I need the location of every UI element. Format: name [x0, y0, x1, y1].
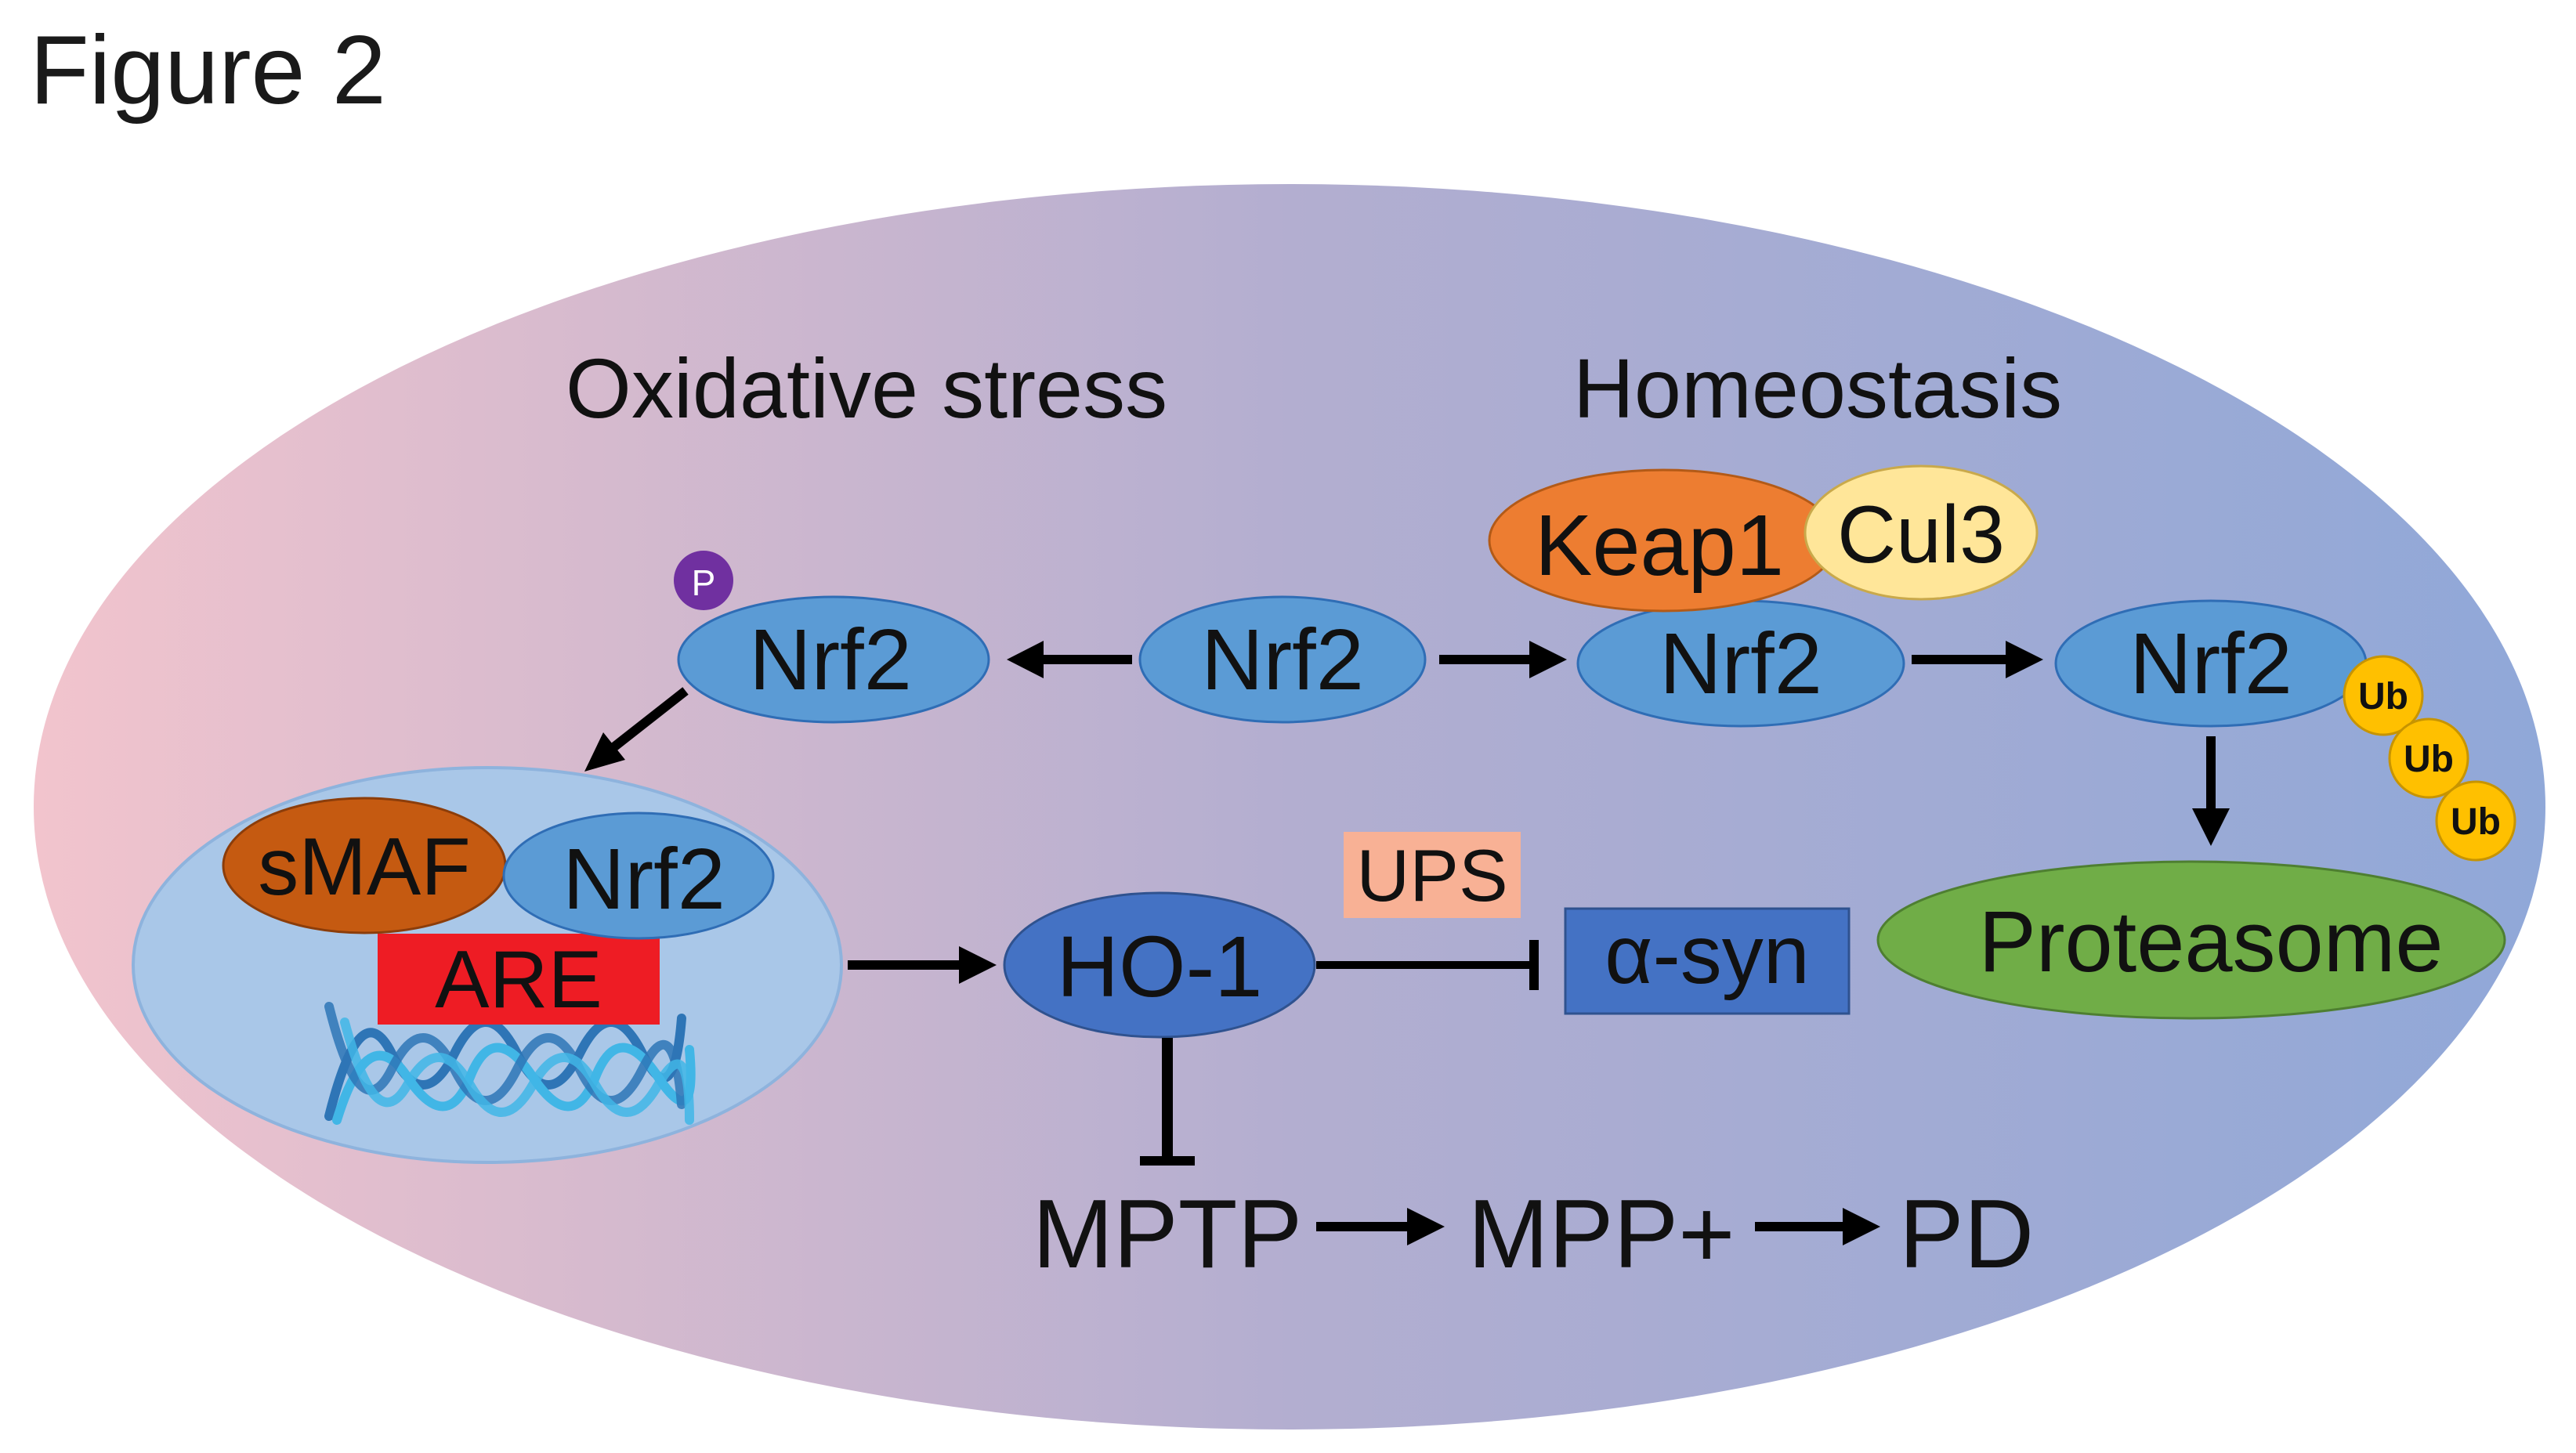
nrf2-phospho-node: [677, 595, 990, 724]
heading-oxidative-stress: Oxidative stress: [566, 341, 1167, 436]
ups-label: UPS: [1356, 834, 1507, 916]
nrf2-ub-label: Nrf2: [2129, 616, 2292, 712]
heading-homeostasis: Homeostasis: [1573, 341, 2062, 436]
nrf2-nucleus-node: [502, 811, 775, 940]
mpp-label: MPP+: [1467, 1180, 1735, 1289]
figure-label: Figure 2: [30, 16, 386, 125]
arrow-mpp-to-pd: [1755, 1208, 1880, 1245]
cul3-node: [1804, 464, 2039, 601]
arrow-center-to-phospho: [1007, 641, 1132, 678]
nrf2-phospho-label: Nrf2: [749, 612, 912, 708]
are-box: [378, 934, 660, 1025]
phospho-marker-label: P: [692, 562, 716, 603]
smaf-label: sMAF: [258, 822, 471, 913]
ub-2-label: Ub: [2404, 739, 2454, 780]
ub-1-icon: [2343, 655, 2424, 736]
arrow-mptp-to-mpp: [1316, 1208, 1445, 1245]
phospho-marker-icon: [674, 551, 733, 610]
ub-3-label: Ub: [2451, 801, 2501, 843]
ub-3-icon: [2435, 780, 2516, 862]
nrf2-nucleus-label: Nrf2: [563, 831, 725, 927]
alpha-syn-label: α-syn: [1605, 909, 1810, 1001]
keap1-label: Keap1: [1535, 497, 1784, 594]
arrow-center-to-bound: [1439, 641, 1567, 678]
mptp-label: MPTP: [1033, 1180, 1302, 1289]
proteasome-node: [1876, 860, 2506, 1020]
ups-box: [1344, 832, 1521, 918]
ub-1-label: Ub: [2358, 676, 2408, 717]
nrf2-bound-label: Nrf2: [1659, 616, 1822, 712]
nrf2-center-node: [1138, 595, 1427, 724]
arrow-phospho-to-nucleus: [584, 687, 689, 772]
ho1-label: HO-1: [1057, 919, 1263, 1015]
dna-helix-icon: [324, 1002, 696, 1125]
inhibit-ho1-to-alpha-syn: [1316, 940, 1539, 990]
pd-label: PD: [1899, 1180, 2034, 1289]
arrow-bound-to-ub: [1912, 641, 2043, 678]
cul3-label: Cul3: [1837, 490, 2005, 580]
arrow-ub-to-proteasome: [2192, 736, 2230, 846]
proteasome-label: Proteasome: [1978, 894, 2443, 990]
inhibit-ho1-to-mptp: [1140, 1038, 1195, 1166]
nrf2-center-label: Nrf2: [1201, 612, 1364, 708]
arrow-nucleus-to-ho1: [848, 946, 997, 984]
ho1-node: [1003, 891, 1316, 1039]
are-label: ARE: [435, 934, 602, 1025]
ub-2-icon: [2388, 717, 2469, 799]
alpha-syn-box: [1564, 907, 1851, 1015]
